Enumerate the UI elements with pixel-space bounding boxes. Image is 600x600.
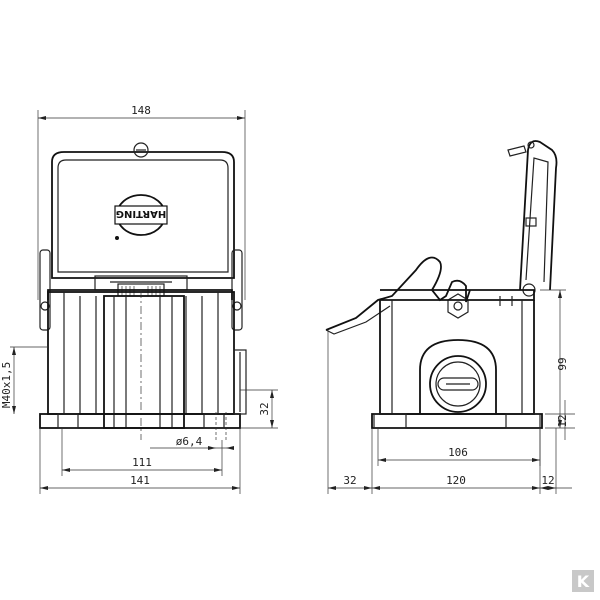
front-view: 148 HARTING [0, 104, 278, 494]
brand-mark: K [572, 570, 594, 592]
dim-hole: ø6,4 [176, 435, 203, 448]
dim-height-total: 99 [556, 357, 569, 370]
side-view: 99 12 106 32 120 12 [325, 140, 575, 494]
dim-base-height: 12 [556, 414, 569, 427]
dim-inner-width: 111 [132, 456, 152, 469]
dim-top-width: 148 [131, 104, 151, 117]
dim-left-offset: 32 [343, 474, 356, 487]
harting-logo: HARTING [114, 194, 168, 240]
dim-thread: M40x1,5 [0, 362, 13, 408]
dim-right-offset: 12 [541, 474, 554, 487]
dim-base-length: 120 [446, 474, 466, 487]
brand-mark-letter: K [577, 572, 590, 591]
dim-side-inner-width: 106 [448, 446, 468, 459]
logo-text: HARTING [116, 208, 166, 219]
dim-base-width: 141 [130, 474, 150, 487]
dim-height-small: 32 [258, 402, 271, 415]
